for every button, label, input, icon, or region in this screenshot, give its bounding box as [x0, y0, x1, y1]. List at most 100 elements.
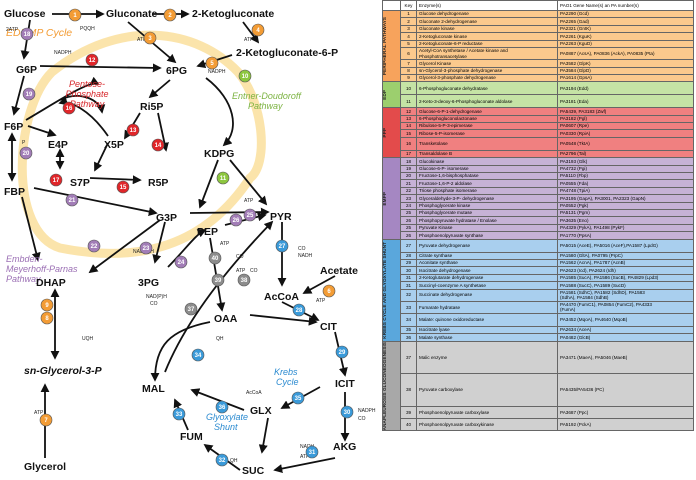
table-cell-enzyme-text: Succinyl-coenzyme A synthetase [419, 282, 486, 288]
table-cell-enzyme-text: Citrate synthase [419, 252, 453, 258]
metabolite-gluconate: Gluconate [106, 8, 158, 20]
cofactor-uqh2-dhap: UQH [82, 336, 94, 342]
table-cell-gene-text: PA4748 (TpiA) [560, 188, 590, 194]
table-cell-gene: PA2261 (KguK) [557, 32, 694, 41]
table-group-name: EMPP [383, 191, 389, 206]
table-cell-gene: PA4732 (Pgi) [557, 164, 694, 174]
label-ppp-2: Phosphate [65, 89, 108, 99]
table-group-label: ANAPLEUROSIS GLUCONEOGENESIS [382, 340, 401, 432]
table-cell-enzyme-text: Pyruvate dehydrogenase [419, 242, 471, 248]
table-cell-enzyme-text: 2-Keto-3-deoxy-6-Phosphogluconate aldola… [419, 98, 513, 104]
table-group-name: KREBS CYCLE AND GLYOXYLATE SHUNT [383, 241, 389, 339]
cofactor-co2-b: CO [250, 268, 258, 274]
svg-text:23: 23 [143, 246, 150, 252]
table-cell-enzyme: Pyruvate carboxylase [416, 373, 558, 408]
table-cell-enzyme-text: Gluconate kinase [419, 26, 455, 32]
metabolite-r5p: R5P [148, 177, 168, 189]
table-cell-enzyme-text: Transaldolase B [419, 151, 453, 157]
table-cell-enzyme-text: Malate synthase [419, 334, 453, 340]
table-cell-gene-text: PA0887 (AcsA), PA0836 (AckA), PA0835 (Pt… [560, 50, 655, 56]
enzyme-node-24: 24 [174, 255, 188, 269]
enzyme-node-5: 5 [205, 56, 219, 70]
table-cell-key: 22 [400, 186, 417, 196]
svg-text:36: 36 [219, 405, 226, 411]
cofactors: 2ATP PQQH ATP ATP NADPH NADPH P ATP NAD(… [6, 26, 376, 464]
cofactor-atp-akg: ATP [300, 454, 310, 460]
svg-text:35: 35 [295, 396, 302, 402]
table-cell-enzyme-text: Phosphoenolpyruvate synthase [419, 232, 484, 238]
metabolite-fum: FUM [180, 431, 203, 443]
cofactor-co2-3pg: CO [150, 301, 158, 307]
table-cell-enzyme-text: Ribulose-5-P-3-epimerase [419, 123, 473, 129]
enzyme-node-12: 12 [85, 53, 99, 67]
table-cell-gene: PA3582 (GlpK) [557, 59, 694, 68]
metabolite-kdpg: KDPG [204, 148, 234, 160]
table-cell-key: 8 [400, 66, 417, 75]
label-krebs-2: Cycle [276, 377, 299, 387]
table-cell-key: 16 [400, 136, 417, 151]
table-cell-gene-text: PA5131 (Pgm) [560, 210, 590, 216]
enzyme-node-13: 13 [126, 123, 140, 137]
table-cell-gene-text: PA3181 (Eda) [560, 98, 589, 104]
table-cell-gene-text: PA2796 (Tal) [560, 151, 587, 157]
metabolite-acetate: Acetate [320, 265, 358, 277]
table-cell-enzyme: Gluconate kinase [416, 24, 558, 34]
table-cell-enzyme-text: Transketolase [419, 141, 448, 147]
table-cell-key: 13 [400, 114, 417, 124]
enzyme-node-28: 28 [292, 303, 306, 317]
table-cell-enzyme: Fumarate hydratase [416, 300, 558, 314]
table-cell-gene-text: PA0482 (GlcB) [560, 334, 591, 340]
svg-text:27: 27 [279, 244, 286, 250]
cofactor-nadph-icit: NADPH [358, 408, 376, 414]
table-group-name: EDP [383, 89, 389, 100]
table-cell-enzyme: Ribose-5-P-isomerase [416, 129, 558, 138]
table-cell-gene-text: PA3584 (GlpD) [560, 67, 591, 73]
table-cell-enzyme-text: Glycerol-3-phosphate dehydrogenase [419, 75, 496, 81]
table-cell-enzyme: Glucose dehydrogenase [416, 9, 558, 19]
table-group-label: EDP [382, 81, 401, 109]
table-cell-gene-text-2: (SdhA), PA1584 (SdhB) [560, 295, 609, 301]
cofactor-2atp: 2ATP [6, 27, 19, 33]
table-cell-gene: PA5435/PA5436 (PC) [557, 373, 694, 408]
metabolite-g6p: G6P [16, 64, 37, 76]
svg-text:26: 26 [233, 218, 240, 224]
table-cell-gene: PA5192 (PckA) [557, 418, 694, 432]
enzyme-node-2: 2 [163, 8, 177, 22]
table-cell-gene: PA4329 (PykA), PA1498 (PykF) [557, 223, 694, 233]
metabolite-fbp: FBP [4, 186, 25, 198]
metabolite-mal: MAL [142, 383, 165, 395]
table-cell-gene-text: PA1585 (SucA), PA1586 (SucB), PA4829 (Lp… [560, 275, 659, 281]
table-cell-gene-text: PA1614 (GpsA) [560, 75, 592, 81]
table-cell-gene-text: PA1562 (AcnA), PA1787 (AcnB) [560, 260, 626, 266]
table-cell-gene: PA1580 (GltA), PA0795 (PrpC) [557, 251, 694, 260]
edemp-cycle-ring [17, 30, 266, 258]
table-cell-enzyme: Pyruvate Kinase [416, 223, 558, 233]
table-cell-enzyme: Transaldolase B [416, 149, 558, 159]
table-cell-key: 31 [400, 281, 417, 290]
metabolite-suc: SUC [242, 465, 265, 477]
table-group-label: KREBS CYCLE AND GLYOXYLATE SHUNT [382, 238, 401, 342]
table-cell-key: 20 [400, 172, 417, 181]
table-cell-gene-text: PA3182 (Pgl) [560, 116, 587, 122]
table-header-enzyme: Enzyme(s) [416, 0, 558, 11]
table-cell-gene-text: PA3194 (Edd) [560, 85, 589, 91]
metabolite-s7p: S7P [70, 177, 90, 189]
table-cell-enzyme-text: Phosphoenolpyruvate carboxykinase [419, 421, 495, 427]
svg-text:22: 22 [91, 244, 98, 250]
table-cell-gene-text: PA3582 (GlpK) [560, 60, 591, 66]
svg-text:24: 24 [178, 260, 185, 266]
svg-text:15: 15 [120, 185, 127, 191]
table-group-name: PERIPHERAL PATHWAYS [383, 17, 389, 76]
